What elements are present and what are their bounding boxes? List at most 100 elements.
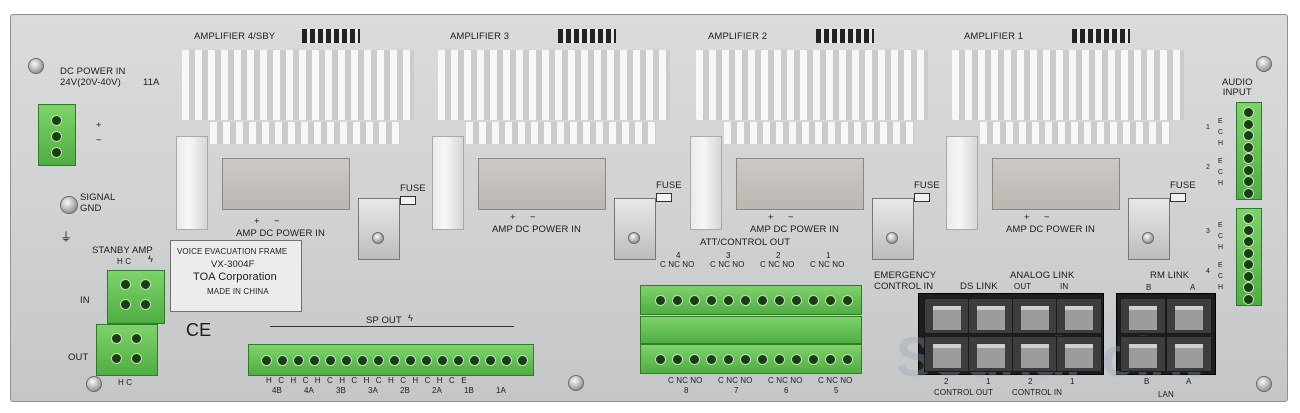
card-slot (432, 136, 464, 230)
audio-input-terminal-2[interactable] (1236, 208, 1262, 306)
amplifier-name: AMPLIFIER 1 (964, 31, 1024, 42)
rj45-port[interactable] (1120, 298, 1166, 334)
dc-power-label: DC POWER IN (60, 66, 126, 77)
terminal-pin (655, 295, 666, 306)
plate-line4: MADE IN CHINA (207, 287, 269, 296)
audio-pin-label: C (1218, 273, 1224, 280)
dc-power-terminal[interactable] (38, 104, 76, 166)
audio-pin-label: C (1218, 169, 1224, 176)
terminal-pin (689, 295, 700, 306)
terminal-pin (1243, 164, 1254, 176)
corner-screw (1256, 376, 1272, 392)
rj45-port[interactable] (968, 298, 1014, 334)
vent-slots (210, 122, 400, 144)
rj45-port[interactable] (1166, 336, 1212, 372)
terminal-pin (706, 295, 717, 306)
control-number: 1 (986, 377, 991, 386)
plate-line1: VOICE EVACUATION FRAME (177, 247, 288, 256)
card-slot (946, 136, 978, 230)
terminal-pin (1243, 282, 1254, 293)
terminal-pin (1243, 187, 1254, 199)
rj45-port[interactable] (1012, 298, 1058, 334)
att-channel-number: 6 (784, 386, 789, 395)
terminal-pin (501, 355, 512, 366)
rj45-port[interactable] (924, 298, 970, 334)
card-slot (176, 136, 208, 230)
dc-minus: − (96, 135, 102, 146)
sp-channel-label: 2A (432, 386, 442, 395)
terminal-pin (389, 355, 400, 366)
terminal-pin (1243, 213, 1254, 224)
vent-slots (182, 50, 414, 120)
lightning-icon: ϟ (408, 313, 414, 324)
terminal-pin (842, 295, 853, 306)
terminal-pin (1243, 247, 1254, 259)
att-channel-number: 7 (734, 386, 739, 395)
corner-screw (568, 375, 584, 391)
att-control-terminal-bottom[interactable] (640, 344, 862, 374)
vent-slots (438, 50, 670, 120)
att-cnc-label: C NC NO (818, 376, 853, 385)
control-out-label: CONTROL OUT (934, 388, 994, 397)
sp-out-terminal[interactable] (248, 344, 534, 376)
terminal-pin (357, 355, 368, 366)
card-slot (690, 136, 722, 230)
terminal-pin (277, 355, 288, 366)
rj45-port[interactable] (1012, 336, 1058, 372)
terminal-pin (791, 354, 802, 365)
audio-pin-label: 1 (1206, 124, 1210, 131)
att-channel-number: 1 (826, 251, 831, 260)
standby-hc-bottom: H C (118, 378, 133, 387)
sp-pin-letters: H C H C H C H C H C H C H C H C E (266, 376, 467, 385)
amp-minus: − (1044, 212, 1050, 223)
standby-out-terminal[interactable] (96, 324, 158, 376)
sp-channel-label: 3B (336, 386, 346, 395)
lightning-icon: ϟ (148, 254, 154, 265)
ground-screw[interactable] (60, 196, 78, 214)
audio-pin-label: C (1218, 129, 1224, 136)
rj45-port[interactable] (1056, 298, 1102, 334)
fuse-icon (400, 196, 416, 205)
sp-out-label: SP OUT (366, 315, 402, 326)
terminal-pin (808, 354, 819, 365)
bracket-screw (628, 232, 640, 244)
terminal-pin (672, 354, 683, 365)
plate-line2: VX-3004F (211, 259, 255, 270)
vent-slots-dark (816, 29, 874, 43)
fuse-icon (656, 193, 672, 202)
vent-slots (466, 122, 656, 144)
amp-recess (736, 158, 864, 210)
rj45-port[interactable] (1166, 298, 1212, 334)
terminal-pin (1243, 259, 1254, 270)
terminal-pin (808, 295, 819, 306)
lan-a-label: A (1186, 377, 1192, 386)
rj45-port[interactable] (1056, 336, 1102, 372)
rj45-port[interactable] (968, 336, 1014, 372)
att-control-terminal-top[interactable] (640, 285, 862, 315)
vent-slots-dark (302, 29, 360, 43)
plate-line3: TOA Corporation (193, 271, 277, 283)
in-label: IN (80, 295, 90, 306)
control-in-label: CONTROL IN (1012, 388, 1063, 397)
amp-power-label: AMP DC POWER IN (750, 224, 839, 235)
fuse-icon (914, 193, 930, 202)
terminal-pin (672, 295, 683, 306)
audio-pin-label: 2 (1206, 164, 1210, 171)
audio-pin-label: H (1218, 180, 1224, 187)
terminal-pin (740, 295, 751, 306)
standby-in-terminal[interactable] (107, 270, 165, 324)
dc-plus: + (96, 120, 102, 131)
audio-pin-label: 4 (1206, 268, 1210, 275)
rj45-port[interactable] (1120, 336, 1166, 372)
terminal-pin (1243, 153, 1254, 164)
rm-link-label: RM LINK (1150, 270, 1190, 281)
ground-symbol-icon: ⏚ (60, 230, 73, 244)
terminal-pin (723, 295, 734, 306)
amp-plus: + (254, 216, 260, 227)
rj45-port[interactable] (924, 336, 970, 372)
audio-pin-label: C (1218, 233, 1224, 240)
amp-plus: + (1024, 212, 1030, 223)
amp-bracket (358, 198, 400, 260)
audio-input-terminal-1[interactable] (1236, 102, 1262, 200)
